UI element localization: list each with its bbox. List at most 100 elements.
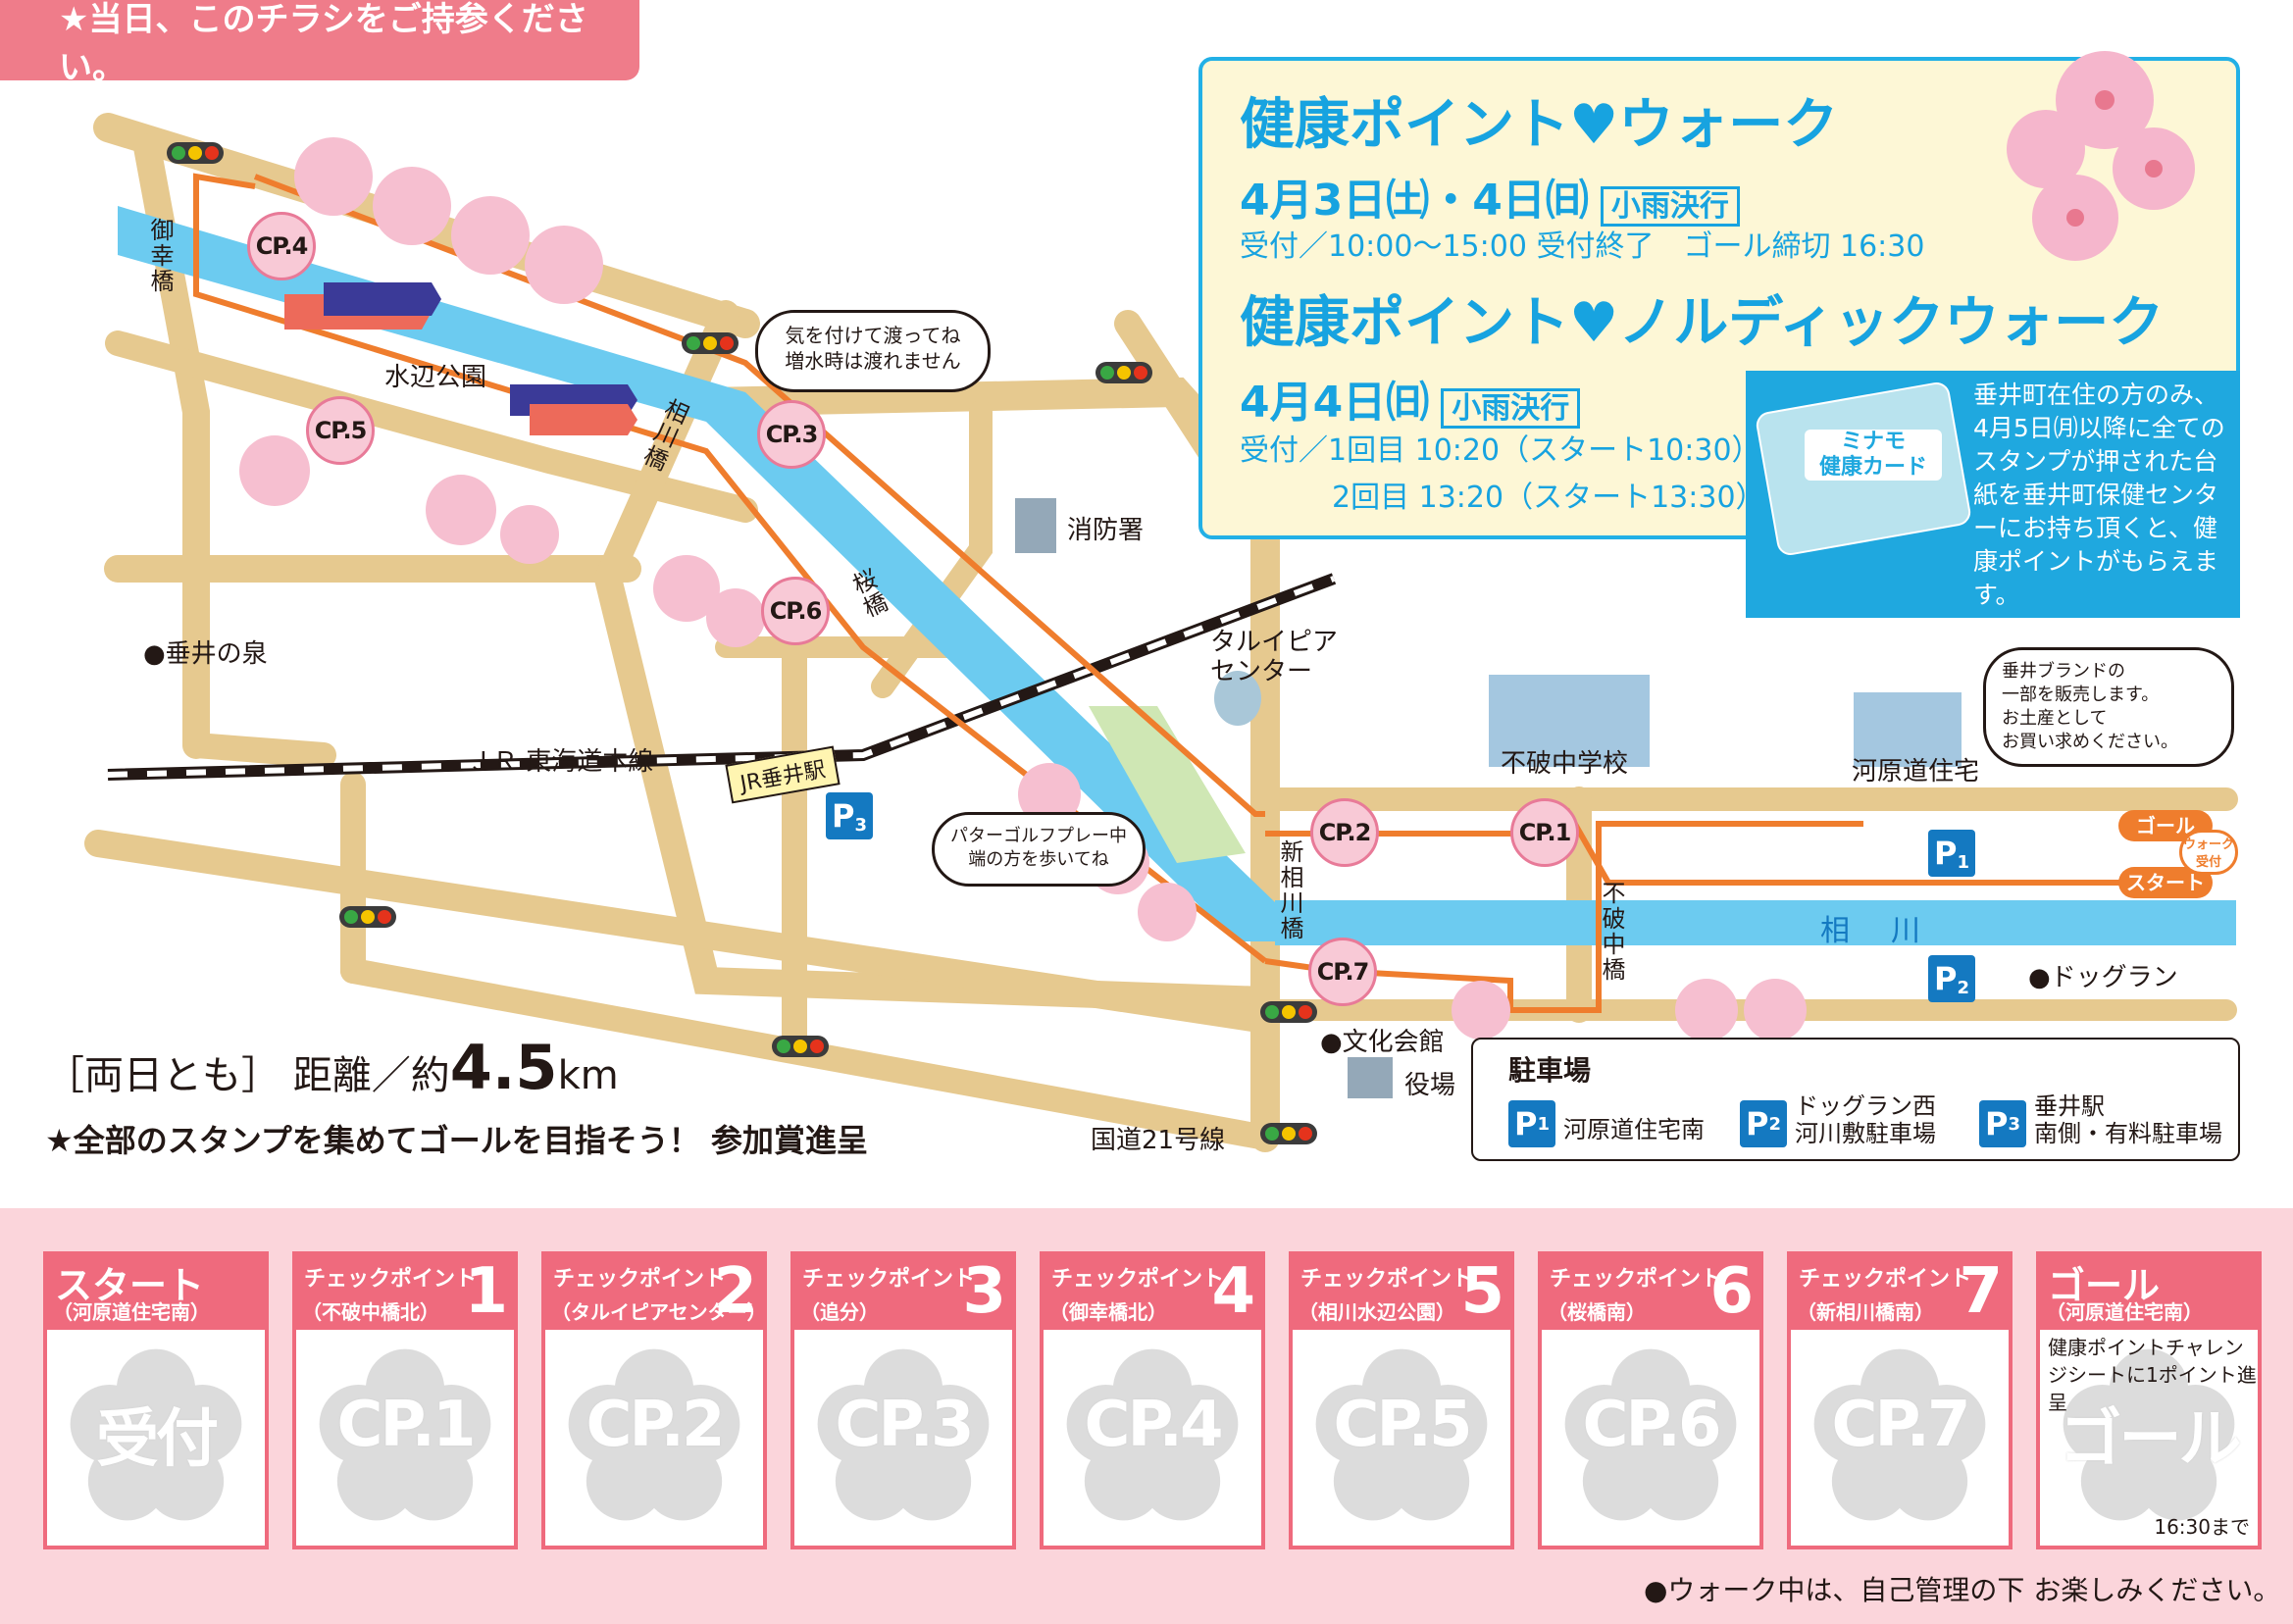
walk-time: 受付／10:00～15:00 受付終了 ゴール締切 16:30	[1240, 229, 1925, 264]
stamp-card-number: 2	[713, 1255, 757, 1328]
parking-p3-map-text: P3	[832, 796, 867, 836]
cp2-badge: CP.2	[1310, 798, 1379, 867]
mizube-park-label: 水辺公園	[384, 363, 487, 392]
stamp-card-head: チェックポイント（御幸橋北）4	[1044, 1255, 1261, 1330]
stamp-card-title: チェックポイント	[1051, 1267, 1225, 1292]
stamp-card-head: チェックポイント（相川水辺公園）5	[1293, 1255, 1510, 1330]
nordic-title: 健康ポイント♥ノルディックウォーク	[1240, 291, 2165, 355]
stamp-card-head: チェックポイント（新相川橋南）7	[1791, 1255, 2009, 1330]
nordic-date: 4月4日㈰小雨決行	[1240, 367, 1581, 430]
sakura-stamp-icon	[319, 1348, 491, 1521]
nordic-time-1: 受付／1回目 10:20（スタート10:30）	[1240, 433, 1761, 468]
brand-bubble: 垂井ブランドの 一部を販売します。 お土産として お買い求めください。	[1983, 647, 2234, 767]
parking-title: 駐車場	[1508, 1054, 1592, 1087]
collect-stamps-text: ★全部のスタンプを集めてゴールを目指そう！ 参加賞進呈	[45, 1122, 868, 1159]
distance-value: 4.5	[449, 1032, 558, 1103]
stamp-card-number: 6	[1709, 1255, 1754, 1328]
park-area	[1089, 706, 1246, 863]
sakura-stamp-icon	[70, 1348, 242, 1521]
school-building	[1489, 675, 1650, 767]
footer-note: ●ウォーク中は、自己管理の下 お楽しみください。	[1644, 1574, 2281, 1606]
stamp-area: CP.2	[545, 1330, 763, 1546]
stamp-card-head: スタート（河原道住宅南）	[47, 1255, 265, 1330]
stamp-label: ゴール	[2059, 1403, 2242, 1476]
stamp-card-head: チェックポイント（追分）3	[794, 1255, 1012, 1330]
health-card-title: ミナモ 健康カード	[1805, 430, 1942, 481]
kawaramichi-label: 河原道住宅	[1852, 757, 1980, 787]
stamp-card-subtitle: （タルイピアセンター）	[551, 1300, 767, 1324]
fuwa-school-label: 不破中学校	[1501, 749, 1629, 779]
stamp-card-subtitle: （新相川橋南）	[1797, 1300, 1934, 1324]
stamp-card-head: チェックポイント（タルイピアセンター）2	[545, 1255, 767, 1330]
bring-flyer-banner: ★当日、このチラシをご持参ください。	[0, 0, 639, 87]
stamp-card-number: 5	[1460, 1255, 1504, 1328]
stamp-card-head: チェックポイント （不破中橋北） 1	[296, 1255, 514, 1330]
stamp-card-title: スタート	[55, 1264, 205, 1307]
stamp-area: CP.7	[1791, 1330, 2009, 1546]
stamp-card-subtitle: （桜橋南）	[1548, 1300, 1646, 1324]
golf-bubble: パターゴルフプレー中 端の方を歩いてね	[932, 812, 1146, 887]
shin-aikawa-bridge-label: 新相川橋	[1276, 839, 1303, 941]
stamp-area: CP.1	[296, 1330, 514, 1546]
stamp-card-number: 1	[464, 1255, 508, 1328]
parking-p1-map-text: P1	[1934, 834, 1969, 873]
pond	[1214, 671, 1261, 726]
stamp-card-title: チェックポイント	[802, 1267, 976, 1292]
dog-run-label: ●ドッグラン	[2028, 963, 2178, 992]
stamp-label: CP.5	[1333, 1389, 1473, 1461]
event-info-box: 健康ポイント♥ウォーク 4月3日㈯・4日㈰小雨決行 受付／10:00～15:00…	[1198, 51, 2240, 539]
distance-unit: km	[557, 1053, 619, 1098]
jr-railway	[107, 573, 1337, 781]
stamp-label: CP.1	[336, 1389, 477, 1461]
koinobori	[284, 282, 637, 435]
walk-reception-marker: ウォーク 受付	[2179, 830, 2238, 875]
parking-p2-map: P2	[1928, 955, 1975, 1002]
stamp-card-title: チェックポイント	[304, 1267, 478, 1292]
stamp-card-subtitle: （不破中橋北）	[302, 1300, 439, 1324]
sakura-stamp-icon	[1813, 1348, 1986, 1521]
miyuki-bridge-label: 御幸橋	[146, 218, 174, 294]
sakura-stamp-icon	[1066, 1348, 1239, 1521]
route-map	[84, 113, 2238, 1152]
walk-date-text: 4月3日㈯・4日㈰	[1240, 176, 1589, 226]
stamp-area: CP.3	[794, 1330, 1012, 1546]
stamp-area: CP.6	[1542, 1330, 1759, 1546]
town-hall-label: 役場	[1404, 1071, 1456, 1100]
stamp-card-title: ゴール	[2048, 1264, 2161, 1307]
parking-p3-label: 垂井駅 南側・有料駐車場	[2034, 1092, 2222, 1147]
tarui-pia-label: タルイピア センター	[1210, 628, 1339, 686]
stamp-card-number: 4	[1211, 1255, 1255, 1328]
nordic-weather-badge: 小雨決行	[1441, 388, 1581, 429]
stamp-label: CP.7	[1831, 1389, 1971, 1461]
stamp-label: CP.3	[835, 1389, 975, 1461]
nordic-time-2: 2回目 13:20（スタート13:30）	[1332, 481, 1765, 515]
cp7-badge: CP.7	[1308, 938, 1377, 1006]
parking-p1-label: 河原道住宅南	[1563, 1116, 1705, 1143]
culture-hall-label: ●文化会館	[1320, 1028, 1445, 1057]
stamp-card-0: スタート（河原道住宅南）受付	[43, 1251, 269, 1549]
walk-title: 健康ポイント♥ウォーク	[1240, 93, 1839, 157]
stamp-card-number: 7	[1959, 1255, 2003, 1328]
stamp-card-head: ゴール（河原道住宅南）	[2040, 1255, 2258, 1330]
walk-weather-badge: 小雨決行	[1600, 186, 1740, 227]
cp5-badge: CP.5	[306, 396, 375, 465]
parking-p3-map: P3	[826, 792, 873, 839]
fuwanaka-bridge-label: 不破中橋	[1598, 881, 1625, 983]
stamp-card-number: 3	[962, 1255, 1006, 1328]
health-card-text: 垂井町在住の方のみ、4月5日㈪以降に全てのスタンプが押された台紙を垂井町保健セン…	[1973, 381, 2225, 609]
stamp-card-subtitle: （河原道住宅南）	[2046, 1300, 2203, 1324]
housing-building	[1854, 692, 1962, 767]
goal-marker: ゴール	[2118, 810, 2213, 841]
stamp-label: CP.4	[1084, 1389, 1224, 1461]
fire-station-label: 消防署	[1067, 516, 1145, 545]
sakura-stamp-icon	[1564, 1348, 1737, 1521]
stamp-area: CP.4	[1044, 1330, 1261, 1546]
